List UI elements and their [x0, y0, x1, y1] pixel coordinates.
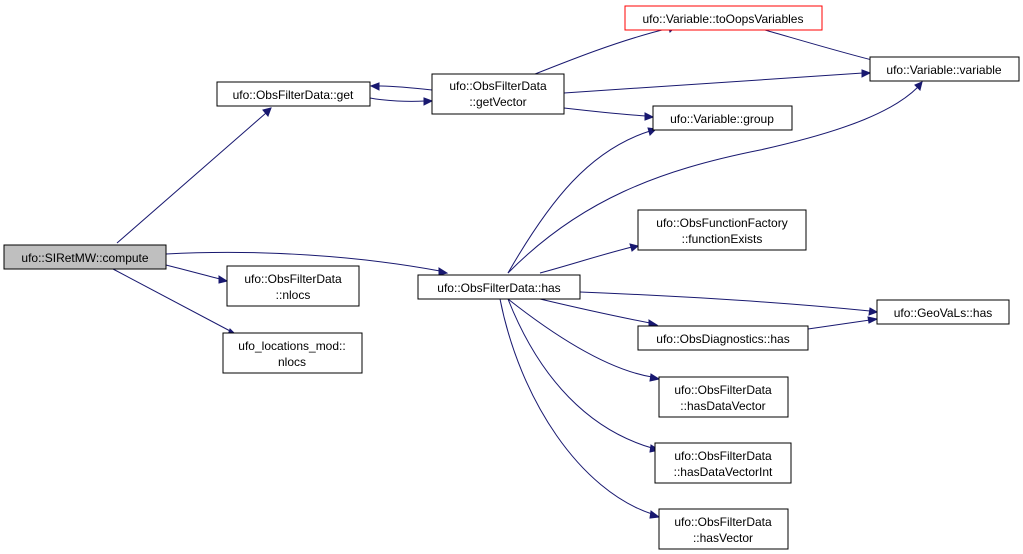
edge-getvector-tooops: [519, 27, 671, 81]
edge-has-hasdatavector-arrowhead: [649, 373, 661, 382]
edge-getvector-variable: [563, 72, 864, 94]
node-ufo-locations-mod-nlocs[interactable]: ufo_locations_mod:: nlocs: [222, 332, 363, 374]
edge-compute-has-arrowhead: [438, 267, 449, 276]
node-obsfilterdata-nlocs[interactable]: ufo::ObsFilterData ::nlocs: [226, 265, 360, 307]
edge-compute-locnlocs: [112, 268, 233, 333]
svg-text:::nlocs: ::nlocs: [276, 288, 311, 302]
edge-get-getvector-arrowhead: [423, 97, 434, 106]
node-label-line2: ::functionExists: [682, 232, 763, 246]
node-label-line2: ::getVector: [469, 95, 526, 109]
svg-text:::hasDataVectorInt: ::hasDataVectorInt: [674, 465, 773, 479]
svg-text:ufo::ObsFunctionFactory: ufo::ObsFunctionFactory: [656, 216, 787, 230]
edge-has-hasvector-arrowhead: [649, 510, 661, 519]
svg-text:::hasDataVector: ::hasDataVector: [680, 399, 765, 413]
svg-text:ufo::Variable::group: ufo::Variable::group: [670, 112, 774, 126]
svg-text:nlocs: nlocs: [278, 355, 306, 369]
svg-text:::hasVector: ::hasVector: [693, 531, 753, 545]
node-geovals-has[interactable]: ufo::GeoVaLs::has: [876, 299, 1010, 325]
nodes: ufo::SIRetMW::compute ufo::ObsFilterData…: [3, 5, 1020, 550]
node-label-line2: nlocs: [278, 355, 306, 369]
edge-getvector-group-arrowhead: [644, 112, 655, 121]
edge-compute-nlocs-arrowhead: [218, 275, 229, 284]
node-obsdiagnostics-has[interactable]: ufo::ObsDiagnostics::has: [637, 325, 809, 351]
node-variable-variable[interactable]: ufo::Variable::variable: [869, 56, 1020, 82]
edge-has-variable-arrowhead: [914, 81, 923, 91]
edge-tooops-variable: [764, 29, 877, 62]
svg-text:ufo::ObsFilterData::has: ufo::ObsFilterData::has: [437, 281, 560, 295]
node-label: ufo::ObsDiagnostics::has: [656, 332, 789, 346]
edge-compute-has: [165, 251, 441, 272]
node-label-line2: ::hasVector: [693, 531, 753, 545]
node-label: ufo::ObsFilterData::get: [233, 88, 354, 102]
edge-has-variable: [507, 86, 919, 274]
svg-text:ufo::Variable::toOopsVariables: ufo::Variable::toOopsVariables: [643, 12, 804, 26]
svg-text:ufo::ObsFilterData: ufo::ObsFilterData: [449, 79, 547, 93]
node-obsfilterdata-getvector[interactable]: ufo::ObsFilterData ::getVector: [431, 73, 565, 115]
node-label: ufo::GeoVaLs::has: [894, 306, 993, 320]
edge-diaghas-geovalshas-arrowhead: [867, 316, 879, 324]
edge-compute-get-arrowhead: [262, 107, 272, 117]
node-obsfilterdata-has[interactable]: ufo::ObsFilterData::has: [417, 274, 581, 300]
node-label-line1: ufo::ObsFilterData: [244, 272, 342, 286]
svg-text:ufo::ObsDiagnostics::has: ufo::ObsDiagnostics::has: [656, 332, 789, 346]
edge-has-funcexists: [539, 246, 633, 274]
node-label: ufo::Variable::group: [670, 112, 774, 126]
svg-text:ufo::SIRetMW::compute: ufo::SIRetMW::compute: [21, 251, 148, 265]
edge-compute-nlocs: [165, 264, 221, 280]
edge-has-hasvector: [499, 298, 653, 515]
node-obsfilterdata-hasdatavector[interactable]: ufo::ObsFilterData ::hasDataVector: [658, 376, 789, 418]
svg-text:ufo::ObsFilterData: ufo::ObsFilterData: [674, 515, 772, 529]
edge-diaghas-geovalshas: [807, 319, 871, 330]
svg-text:ufo::ObsFilterData: ufo::ObsFilterData: [674, 383, 772, 397]
edge-getvector-group: [563, 107, 647, 117]
node-obsfilterdata-get[interactable]: ufo::ObsFilterData::get: [216, 81, 371, 107]
edge-has-funcexists-arrowhead: [629, 243, 640, 252]
node-label-line2: ::hasDataVectorInt: [674, 465, 773, 479]
node-label-line1: ufo::ObsFilterData: [674, 515, 772, 529]
svg-text:ufo::Variable::variable: ufo::Variable::variable: [886, 63, 1002, 77]
node-obsfilterdata-hasvector[interactable]: ufo::ObsFilterData ::hasVector: [658, 508, 789, 550]
node-obsfunctionfactory-functionexists[interactable]: ufo::ObsFunctionFactory ::functionExists: [637, 209, 807, 251]
edge-getvector-get: [377, 85, 433, 91]
edge-get-getvector: [369, 97, 426, 102]
svg-text:ufo_locations_mod::: ufo_locations_mod::: [238, 339, 345, 353]
node-sirertmw-compute[interactable]: ufo::SIRetMW::compute: [3, 244, 167, 270]
node-label-line1: ufo::ObsFilterData: [449, 79, 547, 93]
edge-has-hasdatavector: [507, 298, 653, 378]
node-variable-group[interactable]: ufo::Variable::group: [652, 105, 793, 131]
edge-has-geovalshas-arrowhead: [868, 307, 879, 316]
edge-getvector-get-arrowhead: [369, 82, 380, 91]
edge-getvector-variable-arrowhead: [861, 69, 872, 78]
svg-text:ufo::ObsFilterData: ufo::ObsFilterData: [244, 272, 342, 286]
edge-has-hasdatavectorint: [507, 298, 653, 449]
node-label-line2: ::hasDataVector: [680, 399, 765, 413]
edge-has-geovalshas: [579, 291, 871, 312]
node-label: ufo::SIRetMW::compute: [21, 251, 148, 265]
node-label: ufo::ObsFilterData::has: [437, 281, 560, 295]
node-label: ufo::Variable::toOopsVariables: [643, 12, 804, 26]
node-label-line1: ufo_locations_mod::: [238, 339, 345, 353]
svg-text:::getVector: ::getVector: [469, 95, 526, 109]
edge-compute-get: [116, 112, 267, 244]
node-label-line1: ufo::ObsFilterData: [674, 449, 772, 463]
node-variable-tooopsvariables[interactable]: ufo::Variable::toOopsVariables: [624, 5, 823, 31]
node-label-line1: ufo::ObsFilterData: [674, 383, 772, 397]
svg-text:ufo::ObsFilterData::get: ufo::ObsFilterData::get: [233, 88, 354, 102]
edge-has-group: [507, 130, 651, 274]
node-label: ufo::Variable::variable: [886, 63, 1002, 77]
edge-has-diaghas: [539, 298, 651, 324]
node-label-line2: ::nlocs: [276, 288, 311, 302]
svg-text:ufo::GeoVaLs::has: ufo::GeoVaLs::has: [894, 306, 993, 320]
svg-text:ufo::ObsFilterData: ufo::ObsFilterData: [674, 449, 772, 463]
svg-text:::functionExists: ::functionExists: [682, 232, 763, 246]
node-obsfilterdata-hasdatavectorint[interactable]: ufo::ObsFilterData ::hasDataVectorInt: [654, 442, 792, 484]
node-label-line1: ufo::ObsFunctionFactory: [656, 216, 787, 230]
